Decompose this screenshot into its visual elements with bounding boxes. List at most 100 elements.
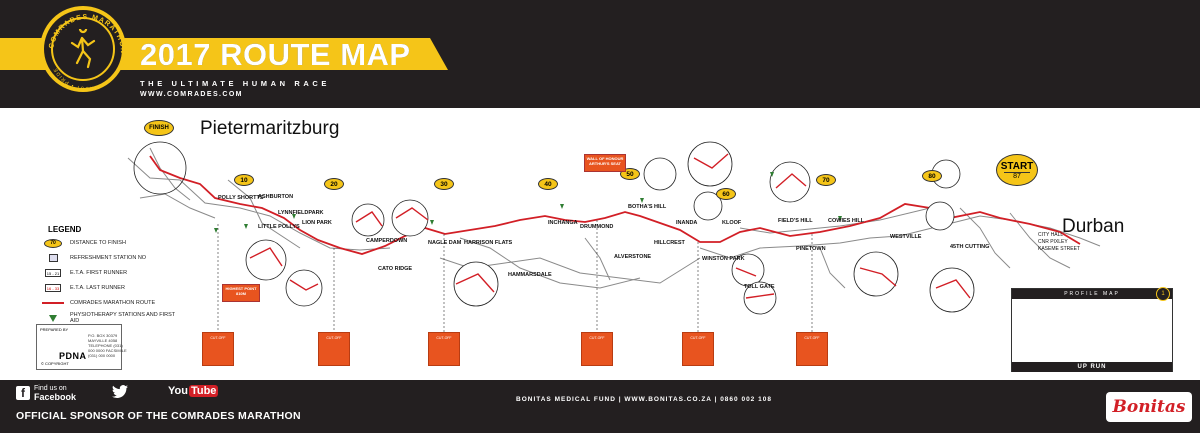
place-bothas-hill: BOTHA'S HILL [628, 204, 667, 210]
legend-text-route: COMRADES MARATHON ROUTE [70, 300, 156, 306]
cutoff-box-4: CUT-OFF [581, 332, 613, 366]
place-inchanga: INCHANGA [548, 220, 578, 226]
km-marker-60: 60 [716, 188, 736, 200]
bonitas-info: BONITAS MEDICAL FUND | WWW.BONITAS.CO.ZA… [516, 396, 772, 403]
start-distance: 87 [1004, 171, 1030, 180]
header-dark-band [448, 38, 1200, 70]
legend-text-physio: PHYSIOTHERAPY STATIONS AND FIRST AID [70, 312, 176, 324]
svg-text:COMRADES MARATHON: COMRADES MARATHON [48, 14, 126, 54]
place-winston-park: WINSTON PARK [702, 256, 745, 262]
facebook-icon: f [16, 386, 30, 400]
place-cowies-hill: COWIES HILL [828, 218, 865, 224]
logo-text-bottom: TRUST • PRIDE [52, 66, 97, 91]
highest-point-value: 810M [235, 291, 246, 296]
legend-row-physio: PHYSIOTHERAPY STATIONS AND FIRST AID [36, 312, 216, 324]
finish-marker: FINISH [144, 120, 174, 136]
legend-text-refreshment: REFRESHMENT STATION NO [70, 255, 147, 261]
comrades-logo: COMRADES MARATHON TRUST • PRIDE [40, 6, 126, 92]
legend-row-eta-last: 16 - 33 E.T.A. LAST RUNNER [36, 282, 216, 294]
start-marker: START 87 [996, 154, 1038, 186]
legend-row-refreshment: REFRESHMENT STATION NO [36, 252, 216, 264]
place-fields-hill: FIELD'S HILL [778, 218, 813, 224]
place-45th-cutting: 45TH CUTTING [950, 244, 990, 250]
place-camperdown: CAMPERDOWN [366, 238, 408, 244]
profile-map-title: PROFILE MAP [1012, 289, 1172, 299]
cutoff-box-3: CUT-OFF [428, 332, 460, 366]
legend-row-route: COMRADES MARATHON ROUTE [36, 297, 216, 309]
page-title: 2017 ROUTE MAP [140, 37, 411, 72]
youtube-you: You [168, 385, 188, 397]
header-banner: COMRADES MARATHON TRUST • PRIDE 2017 ROU… [0, 0, 1200, 108]
prepared-by-label: PREPARED BY [40, 327, 69, 332]
place-inanda: INANDA [676, 220, 698, 226]
place-toll-gate: TOLL GATE [744, 284, 775, 290]
place-drummond: DRUMMOND [580, 224, 614, 230]
profile-map-box: PROFILE MAP UP RUN [1011, 288, 1173, 372]
legend-eta-last-symbol: 16 - 33 [45, 284, 61, 292]
start-label: START [1000, 160, 1034, 172]
legend-text-eta-last: E.T.A. LAST RUNNER [70, 285, 125, 291]
place-lynnfieldpark: LYNNFIELDPARK [278, 210, 324, 216]
place-pinetown: PINETOWN [796, 246, 826, 252]
place-polly-shortts: POLLY SHORTTS [218, 195, 264, 201]
youtube-tube: Tube [188, 385, 219, 397]
tagline: THE ULTIMATE HUMAN RACE [140, 79, 331, 88]
legend-eta-first-symbol: 15 - 21 [45, 269, 61, 277]
legend-row-distance: 70 DISTANCE TO FINISH [36, 237, 216, 249]
footer-bar: f Find us on Facebook You Tube OFFICIAL … [0, 380, 1200, 433]
route-line-icon [42, 302, 64, 304]
wall-of-honour-note: WALL OF HONOUR ARTHUR'S SEAT [584, 154, 626, 172]
route-map: FINISH Pietermaritzburg Durban START 87 … [0, 108, 1200, 380]
legend-km-symbol: 70 [44, 238, 62, 248]
legend-text-eta-first: E.T.A. FIRST RUNNER [70, 270, 128, 276]
prepared-by-company: PDNA [59, 351, 87, 361]
street-kaseme: KASEME STREET [1038, 246, 1080, 252]
place-ashburton: ASHBURTON [258, 194, 294, 200]
cutoff-box-5: CUT-OFF [682, 332, 714, 366]
km-marker-10: 10 [234, 174, 254, 186]
physio-markers [214, 172, 842, 233]
copyright-text: © COPYRIGHT [41, 361, 69, 366]
cutoff-box-6: CUT-OFF [796, 332, 828, 366]
street-city-hall: CITY HALL [1038, 232, 1064, 238]
place-little-pollys: LITTLE POLLYS [258, 224, 300, 230]
facebook-small-text: Find us on [34, 385, 67, 392]
km-marker-40: 40 [538, 178, 558, 190]
bonitas-logo-text: Bonitas [1112, 397, 1186, 417]
race-route [149, 155, 1081, 255]
cutoff-box-1: CUT-OFF [202, 332, 234, 366]
logo-text-top: COMRADES MARATHON [48, 14, 125, 54]
cutoff-connectors [217, 220, 813, 332]
place-westville: WESTVILLE [890, 234, 922, 240]
km-marker-70: 70 [816, 174, 836, 186]
bonitas-logo: Bonitas [1106, 392, 1192, 422]
place-lion-park: LION PARK [302, 220, 332, 226]
km-marker-80: 80 [922, 170, 942, 182]
km-marker-30: 30 [434, 178, 454, 190]
legend-text-distance: DISTANCE TO FINISH [70, 240, 126, 246]
place-hillcrest: HILLCREST [654, 240, 685, 246]
city-label-durban: Durban [1062, 216, 1125, 237]
refreshment-icon [48, 254, 58, 262]
profile-map-footer: UP RUN [1012, 362, 1172, 372]
place-cato-ridge: CATO RIDGE [378, 266, 413, 272]
cutoff-box-2: CUT-OFF [318, 332, 350, 366]
highest-point-note: HIGHEST POINT 810M [222, 284, 260, 302]
facebook-big-text: Facebook [34, 392, 77, 402]
profile-badge: 1 [1156, 287, 1170, 301]
website-link[interactable]: WWW.COMRADES.COM [140, 91, 243, 98]
sponsor-text: OFFICIAL SPONSOR OF THE COMRADES MARATHO… [16, 410, 301, 422]
place-alverstone: ALVERSTONE [614, 254, 652, 260]
legend-title: LEGEND [48, 225, 82, 234]
place-harrison-flats: HARRISON FLATS [464, 240, 513, 246]
youtube-link[interactable]: You Tube [168, 385, 219, 397]
prepared-by-address: P.O. BOX 30379 MAYVILLE 4058 TELEPHONE (… [88, 333, 127, 358]
place-hammarsdale: HAMMARSDALE [508, 272, 552, 278]
prepared-by-box: PREPARED BY PDNA © COPYRIGHT [36, 324, 122, 370]
twitter-icon[interactable] [112, 385, 128, 403]
facebook-link[interactable]: f Find us on Facebook [16, 385, 77, 402]
legend-row-eta-first: 15 - 21 E.T.A. FIRST RUNNER [36, 267, 216, 279]
place-kloof: KLOOF [722, 220, 742, 226]
city-label-pietermaritzburg: Pietermaritzburg [200, 118, 340, 139]
place-nagle-dam: NAGLE DAM [428, 240, 462, 246]
